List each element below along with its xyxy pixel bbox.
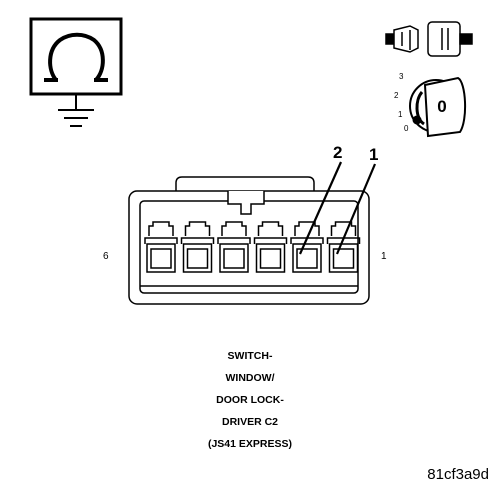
connector-cavity	[326, 221, 361, 273]
caption-line: DRIVER C2	[221, 416, 278, 428]
pin-end-label-left: 6	[103, 251, 109, 262]
ignition-position-1: 1	[398, 110, 403, 119]
callout-pin-1: 1	[369, 145, 379, 164]
pin-end-label-right: 1	[381, 251, 387, 262]
connector-plug-icon	[385, 21, 473, 57]
connector-caption: SWITCH- WINDOW/ DOOR LOCK- DRIVER C2 (JS…	[150, 345, 350, 455]
connector-cavity	[144, 221, 178, 273]
caption-line: (JS41 EXPRESS)	[207, 438, 293, 450]
connector-body	[128, 176, 370, 305]
ignition-position-3: 3	[399, 72, 404, 81]
image-id: 81cf3a9d	[427, 466, 489, 483]
caption-line: DOOR LOCK-	[216, 394, 284, 406]
connector-cavity	[253, 221, 288, 273]
caption-line: SWITCH-	[227, 350, 273, 362]
ignition-key-label: 0	[437, 97, 446, 116]
connector-cavity	[290, 221, 324, 273]
callout-leaders	[298, 161, 377, 255]
cavity-group	[144, 221, 361, 273]
ground-icon	[29, 17, 123, 127]
connector-cavity	[217, 221, 251, 273]
callout-pin-2: 2	[333, 143, 343, 162]
ignition-key-icon	[409, 76, 466, 138]
ignition-position-0: 0	[404, 124, 409, 133]
ignition-position-2: 2	[394, 91, 399, 100]
connector-cavity	[180, 221, 215, 273]
caption-line: WINDOW/	[225, 372, 275, 384]
